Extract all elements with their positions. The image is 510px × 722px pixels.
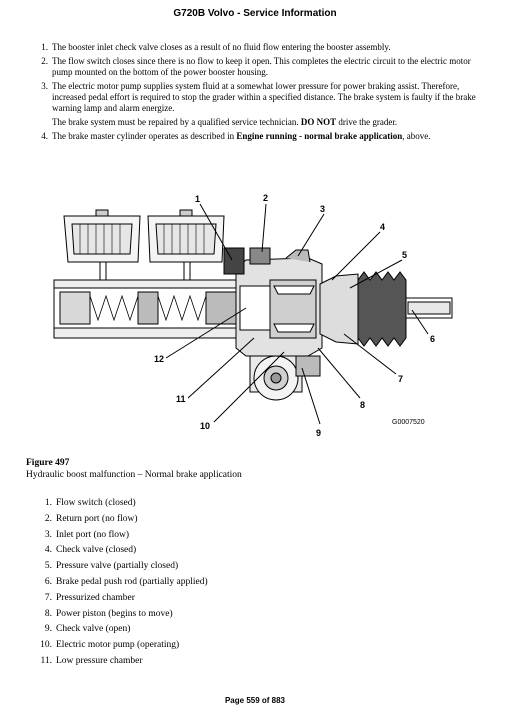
figure-caption: Hydraulic boost malfunction – Normal bra…: [26, 470, 242, 480]
callout-3: 3: [320, 204, 325, 214]
callout-7: 7: [398, 374, 403, 384]
callout-12: 12: [154, 354, 164, 364]
step-item: 2. The flow switch closes since there is…: [28, 56, 484, 78]
legend-label: Flow switch (closed): [56, 498, 136, 508]
legend-item: 8. Power piston (begins to move): [28, 607, 208, 623]
legend-label: Brake pedal push rod (partially applied): [56, 576, 208, 587]
legend-number: 10.: [40, 640, 52, 651]
legend-item: 10. Electric motor pump (operating): [28, 638, 208, 654]
callout-1: 1: [195, 194, 200, 204]
legend-label: Check valve (open): [56, 624, 131, 635]
legend-label: Low pressure chamber: [56, 655, 143, 666]
legend-item: 9. Check valve (open): [28, 622, 208, 638]
legend-label: Pressurized chamber: [56, 592, 135, 603]
legend-item: 7. Pressurized chamber: [28, 591, 208, 607]
legend-number: 6.: [44, 576, 52, 587]
callout-10: 10: [200, 421, 210, 431]
procedure-steps: 1. The booster inlet check valve closes …: [28, 42, 484, 145]
legend-number: 2.: [44, 513, 52, 524]
callout-11: 11: [176, 394, 186, 404]
step-item: 4. The brake master cylinder operates as…: [28, 131, 484, 142]
figure-title: Figure 497: [26, 458, 70, 468]
legend-label: Inlet port (no flow): [56, 529, 130, 540]
legend-number: 1.: [44, 498, 52, 508]
step-item: 1. The booster inlet check valve closes …: [28, 42, 484, 53]
legend-label: Pressure valve (partially closed): [56, 561, 179, 572]
legend-label: Power piston (begins to move): [56, 608, 173, 619]
page-footer-number: Page 559 of 883: [224, 696, 286, 705]
callout-2: 2: [263, 193, 268, 203]
step-text: The flow switch closes since there is no…: [52, 56, 471, 77]
legend-number: 5.: [44, 561, 52, 572]
figure-legend: 1. Flow switch (closed) 2. Return port (no…: [28, 496, 208, 670]
step-number: 2.: [41, 56, 48, 66]
step-reference: Engine running - normal brake applicatio…: [236, 131, 403, 141]
note-text: The brake system must be repaired by a q…: [52, 117, 301, 127]
legend-label: Return port (no flow): [56, 513, 138, 524]
step-number: 4.: [41, 131, 48, 141]
page-header-title: G720B Volvo - Service Information: [173, 8, 337, 19]
step-number: 3.: [41, 81, 48, 91]
legend-label: Check valve (closed): [56, 545, 137, 556]
legend-number: 7.: [44, 592, 52, 603]
note-text-end: drive the grader.: [336, 117, 398, 127]
callout-8: 8: [360, 400, 365, 410]
legend-label: Electric motor pump (operating): [56, 640, 180, 651]
legend-number: 3.: [44, 529, 52, 540]
callout-5: 5: [402, 250, 407, 260]
legend-number: 4.: [44, 545, 52, 556]
warning-note: The brake system must be repaired by a q…: [52, 117, 484, 128]
legend-item: 11. Low pressure chamber: [28, 654, 208, 670]
callout-9: 9: [316, 428, 321, 438]
callout-6: 6: [430, 334, 435, 344]
step-item: 3. The electric motor pump supplies syst…: [28, 81, 484, 128]
legend-number: 8.: [44, 608, 52, 619]
step-number: 1.: [41, 42, 48, 52]
legend-item: 1. Flow switch (closed): [28, 496, 208, 512]
legend-item: 2. Return port (no flow): [28, 512, 208, 528]
booster-cutaway-drawing: 1 2 3 4 5 6 7 8 9 10 11 12 G0007520: [53, 193, 453, 438]
legend-item: 4. Check valve (closed): [28, 543, 208, 559]
legend-item: 6. Brake pedal push rod (partially applie…: [28, 575, 208, 591]
step-text: The booster inlet check valve closes as …: [52, 42, 391, 52]
brake-booster-diagram: 1 2 3 4 5 6 7 8 9 10 11 12 G0007520: [40, 188, 470, 453]
legend-number: 11.: [40, 655, 52, 666]
legend-number: 9.: [44, 624, 52, 635]
step-text: The brake master cylinder operates as de…: [52, 131, 237, 141]
callout-4: 4: [380, 222, 385, 232]
legend-item: 3. Inlet port (no flow): [28, 528, 208, 544]
step-text-end: , above.: [402, 131, 431, 141]
figure-id: G0007520: [392, 419, 425, 426]
note-emphasis: DO NOT: [300, 117, 337, 127]
step-text: The electric motor pump supplies system …: [52, 81, 476, 113]
legend-item: 5. Pressure valve (partially closed): [28, 559, 208, 575]
